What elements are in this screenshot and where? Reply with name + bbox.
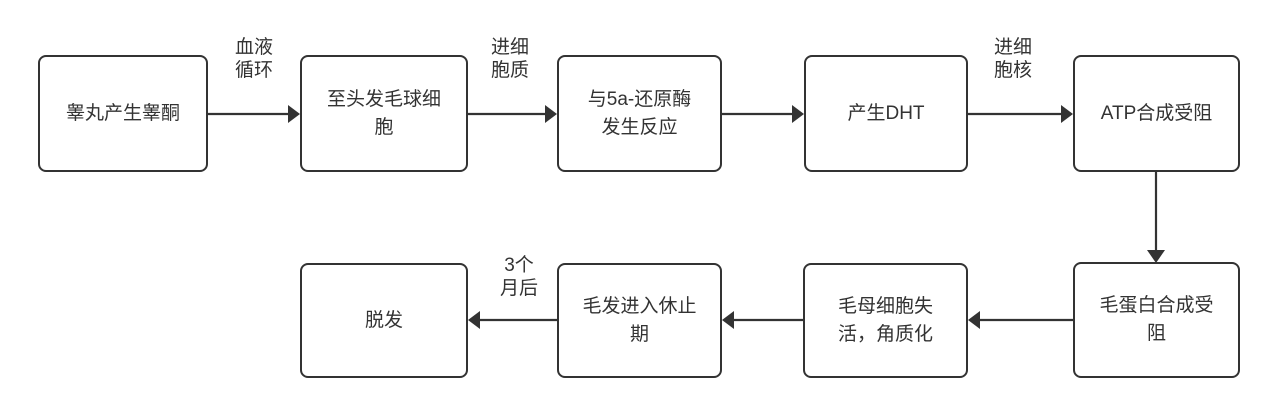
edge-n1-n2 [208,105,300,123]
edge-n2-n3 [468,105,557,123]
edge-n4-n5 [968,105,1073,123]
edge-n7-n8 [722,311,803,329]
edge-n8-n9 [468,311,557,329]
edge-n3-n4 [722,105,804,123]
node-dht-production[interactable]: 产生DHT [804,55,968,172]
node-5a-reductase-reaction[interactable]: 与5a-还原酶 发生反应 [557,55,722,172]
node-testosterone-production[interactable]: 睾丸产生睾酮 [38,55,208,172]
node-matrix-cells-inactivated[interactable]: 毛母细胞失 活，角质化 [803,263,968,378]
node-hair-enters-telogen[interactable]: 毛发进入休止 期 [557,263,722,378]
node-hair-protein-synthesis-blocked[interactable]: 毛蛋白合成受 阻 [1073,262,1240,378]
node-hair-bulb-cells[interactable]: 至头发毛球细 胞 [300,55,468,172]
node-atp-synthesis-blocked[interactable]: ATP合成受阻 [1073,55,1240,172]
edge-n6-n7 [968,311,1073,329]
node-hair-loss[interactable]: 脱发 [300,263,468,378]
edge-n5-n6 [1147,172,1165,263]
